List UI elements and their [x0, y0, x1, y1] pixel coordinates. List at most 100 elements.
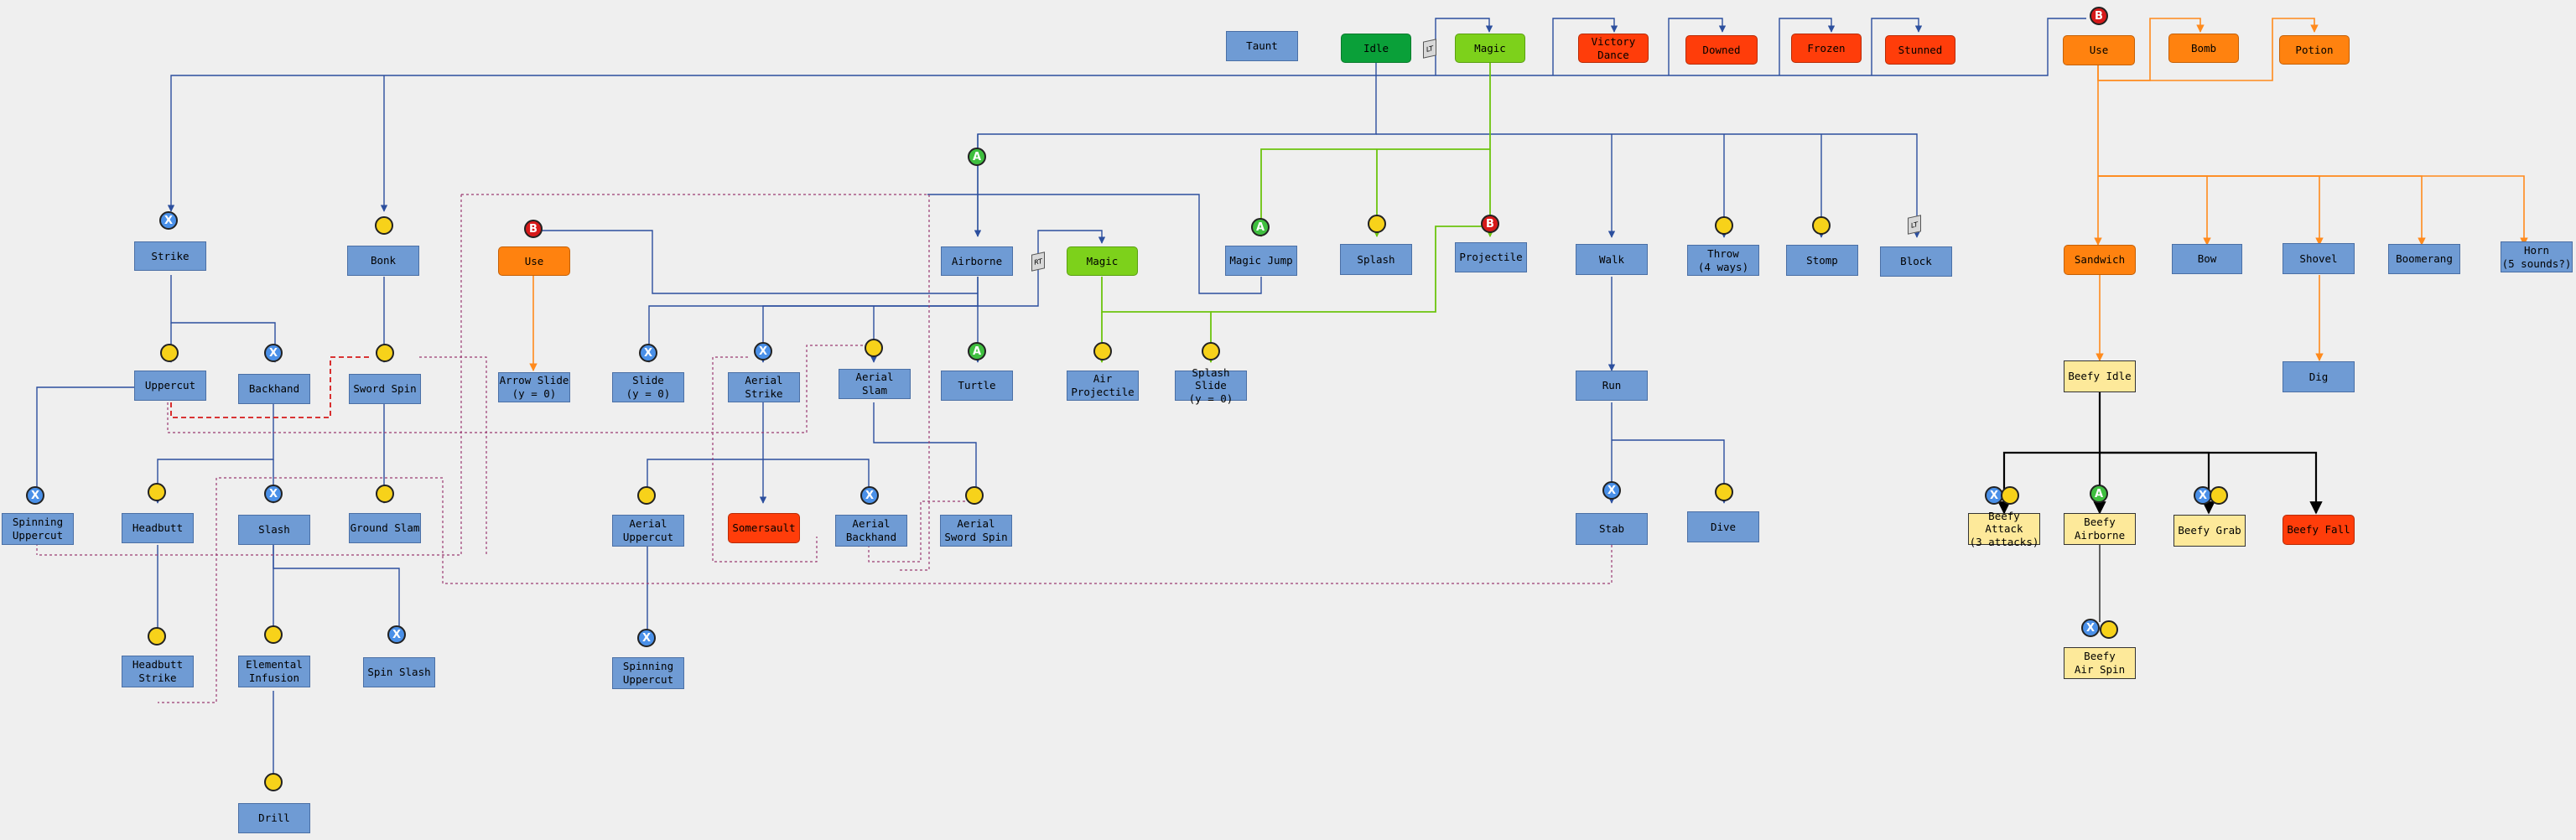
x-button-icon: X: [639, 344, 657, 362]
node-stab: Stab: [1576, 513, 1648, 545]
y-button-icon: [148, 483, 166, 501]
node-magic-jump: Magic Jump: [1225, 246, 1297, 276]
node-splash: Splash: [1340, 244, 1412, 275]
node-arrow-slide: Arrow Slide (y = 0): [498, 372, 570, 402]
node-somersault: Somersault: [728, 513, 800, 543]
node-aerial-uppercut: Aerial Uppercut: [612, 515, 684, 547]
node-aerial-sword-spin: Aerial Sword Spin: [940, 515, 1012, 547]
x-button-icon: X: [2081, 619, 2100, 637]
a-button-icon: A: [1251, 218, 1270, 236]
node-aerial-slam: Aerial Slam: [839, 369, 911, 399]
x-button-icon: X: [26, 486, 44, 505]
node-air-projectile: Air Projectile: [1067, 371, 1139, 401]
y-button-icon: [865, 339, 883, 357]
node-elemental-infusion: Elemental Infusion: [238, 656, 310, 687]
node-magic-mid: Magic: [1067, 246, 1138, 276]
y-button-icon: [2100, 620, 2118, 639]
node-turtle: Turtle: [941, 371, 1013, 401]
node-uppercut: Uppercut: [134, 371, 206, 401]
y-button-icon: [1368, 215, 1386, 233]
node-sword-spin: Sword Spin: [349, 374, 421, 404]
node-beefy-grab: Beefy Grab: [2174, 515, 2246, 547]
node-dig: Dig: [2283, 361, 2355, 392]
node-shovel: Shovel: [2283, 243, 2355, 274]
node-headbutt: Headbutt: [122, 513, 194, 543]
y-button-icon: [148, 627, 166, 646]
y-button-icon: [637, 486, 656, 505]
node-bonk: Bonk: [347, 246, 419, 276]
node-beefy-air-spin: Beefy Air Spin: [2064, 647, 2136, 679]
x-button-icon: X: [387, 625, 406, 644]
y-button-icon: [2001, 486, 2019, 505]
x-button-icon: X: [1602, 481, 1621, 500]
trigger-lt-icon: LT: [1908, 215, 1921, 235]
y-button-icon: [1202, 342, 1220, 360]
node-taunt: Taunt: [1226, 31, 1298, 61]
node-slash: Slash: [238, 515, 310, 545]
y-button-icon: [965, 486, 984, 505]
a-button-icon: A: [2090, 485, 2108, 503]
node-beefy-airborne: Beefy Airborne: [2064, 513, 2136, 545]
b-button-icon: B: [524, 220, 543, 238]
node-use-top: Use: [2063, 35, 2135, 65]
y-button-icon: [375, 216, 393, 235]
y-button-icon: [264, 773, 283, 791]
node-use-mid: Use: [498, 246, 570, 276]
node-spin-slash: Spin Slash: [363, 657, 435, 687]
node-spinning-uppercut-left: Spinning Uppercut: [2, 513, 74, 545]
y-button-icon: [160, 344, 179, 362]
node-throw: Throw (4 ways): [1687, 245, 1759, 276]
y-button-icon: [1812, 216, 1831, 235]
a-button-icon: A: [968, 342, 986, 360]
node-idle: Idle: [1341, 34, 1411, 63]
trigger-rt-icon: RT: [1031, 251, 1045, 272]
x-button-icon: X: [860, 486, 879, 505]
node-beefy-idle: Beefy Idle: [2064, 360, 2136, 392]
x-button-icon: X: [159, 211, 178, 230]
node-victory-dance: Victory Dance: [1578, 34, 1649, 63]
y-button-icon: [1715, 216, 1733, 235]
trigger-lt-icon: LT: [1423, 39, 1436, 59]
y-button-icon: [264, 625, 283, 644]
node-downed: Downed: [1685, 35, 1758, 65]
b-button-icon: B: [1481, 215, 1499, 233]
a-button-icon: A: [968, 148, 986, 166]
node-projectile: Projectile: [1455, 242, 1527, 272]
node-airborne: Airborne: [941, 246, 1013, 276]
node-beefy-attack: Beefy Attack (3 attacks): [1968, 509, 2040, 548]
x-button-icon: X: [264, 344, 283, 362]
node-slide: Slide (y = 0): [612, 372, 684, 402]
node-horn: Horn (5 sounds?): [2501, 241, 2573, 272]
y-button-icon: [376, 344, 394, 362]
node-stunned: Stunned: [1885, 35, 1955, 65]
node-splash-slide: Splash Slide (y = 0): [1175, 366, 1247, 405]
y-button-icon: [2210, 486, 2228, 505]
node-drill: Drill: [238, 803, 310, 833]
node-frozen: Frozen: [1791, 34, 1862, 63]
node-aerial-strike: Aerial Strike: [728, 372, 800, 402]
node-magic-top: Magic: [1455, 34, 1525, 63]
x-button-icon: X: [637, 629, 656, 647]
node-block: Block: [1880, 246, 1952, 277]
node-ground-slam: Ground Slam: [349, 513, 421, 543]
node-boomerang: Boomerang: [2388, 244, 2460, 274]
x-button-icon: X: [754, 342, 772, 360]
node-potion: Potion: [2279, 35, 2350, 65]
node-stomp: Stomp: [1786, 245, 1858, 276]
y-button-icon: [1715, 483, 1733, 501]
node-headbutt-strike: Headbutt Strike: [122, 656, 194, 687]
y-button-icon: [376, 485, 394, 503]
y-button-icon: [1093, 342, 1112, 360]
node-run: Run: [1576, 371, 1648, 401]
node-backhand: Backhand: [238, 374, 310, 404]
b-button-icon: B: [2090, 7, 2108, 25]
node-bow: Bow: [2172, 244, 2242, 274]
node-walk: Walk: [1576, 244, 1648, 275]
node-strike: Strike: [134, 241, 206, 271]
x-button-icon: X: [264, 485, 283, 503]
node-dive: Dive: [1687, 511, 1759, 542]
node-sandwich: Sandwich: [2064, 245, 2136, 275]
node-aerial-backhand: Aerial Backhand: [835, 515, 907, 547]
